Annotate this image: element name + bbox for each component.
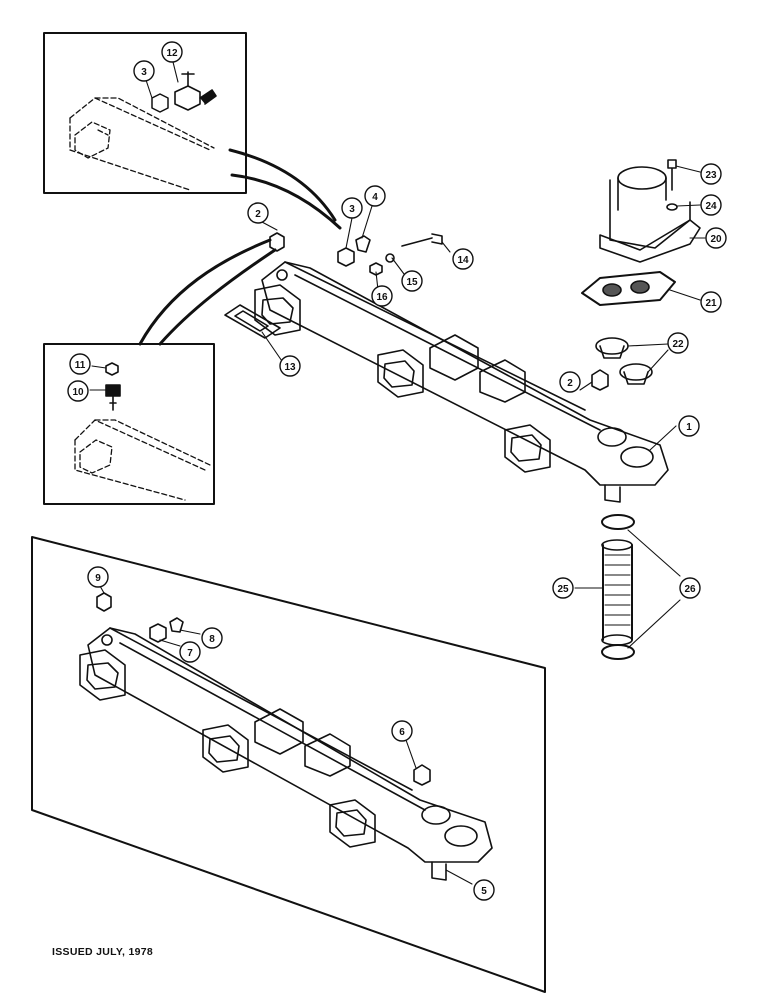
callouts: 1 2 2 3 3 4 5 6 7 8 9 10 11 12 13 14 15 … [67, 41, 727, 901]
svg-text:22: 22 [672, 339, 684, 350]
callout-22: 22 [667, 332, 689, 354]
svg-text:23: 23 [705, 170, 717, 181]
svg-text:5: 5 [481, 886, 487, 897]
svg-text:15: 15 [406, 277, 418, 288]
svg-text:6: 6 [399, 727, 405, 738]
svg-text:7: 7 [187, 648, 193, 659]
callout-7: 7 [179, 641, 201, 663]
callout-23: 23 [700, 163, 722, 185]
inset-top-detail [43, 32, 247, 194]
main-manifold [254, 261, 669, 503]
callout-13: 13 [279, 355, 301, 377]
lower-panel-alternate-manifold [31, 536, 546, 993]
callout-24: 24 [700, 194, 722, 216]
callout-4: 4 [364, 185, 386, 207]
callout-1: 1 [678, 415, 700, 437]
svg-text:2: 2 [567, 378, 573, 389]
callout-26: 26 [679, 577, 701, 599]
callout-10: 10 [67, 380, 89, 402]
svg-text:14: 14 [457, 255, 469, 266]
svg-text:2: 2 [255, 209, 261, 220]
svg-text:9: 9 [95, 573, 101, 584]
callout-20: 20 [705, 227, 727, 249]
callout-6: 6 [391, 720, 413, 742]
svg-text:21: 21 [705, 298, 717, 309]
callout-8: 8 [201, 627, 223, 649]
callout-3-main: 3 [341, 197, 363, 219]
thermostat-housing-assembly [581, 159, 701, 385]
callout-9: 9 [87, 566, 109, 588]
svg-text:3: 3 [349, 204, 355, 215]
svg-text:13: 13 [284, 362, 296, 373]
svg-text:10: 10 [72, 387, 84, 398]
svg-text:20: 20 [710, 234, 722, 245]
callout-2-top: 2 [247, 202, 269, 224]
callout-2-right: 2 [559, 371, 581, 393]
svg-text:25: 25 [557, 584, 569, 595]
callout-12: 12 [161, 41, 183, 63]
svg-text:8: 8 [209, 634, 215, 645]
callout-5: 5 [473, 879, 495, 901]
callout-16: 16 [371, 285, 393, 307]
svg-text:24: 24 [705, 201, 717, 212]
hose-and-clamps [601, 514, 635, 660]
issued-date-footer: ISSUED JULY, 1978 [52, 946, 154, 958]
callout-14: 14 [452, 248, 474, 270]
svg-text:11: 11 [75, 360, 86, 371]
leader-lines [89, 61, 706, 885]
callout-11: 11 [69, 353, 91, 375]
svg-text:16: 16 [376, 292, 388, 303]
callout-25: 25 [552, 577, 574, 599]
callout-3-inset: 3 [133, 60, 155, 82]
svg-text:26: 26 [684, 584, 696, 595]
svg-text:4: 4 [372, 192, 378, 203]
callout-21: 21 [700, 291, 722, 313]
svg-text:1: 1 [686, 422, 692, 433]
inset-middle-detail [43, 343, 215, 505]
svg-text:3: 3 [141, 67, 147, 78]
callout-15: 15 [401, 270, 423, 292]
svg-text:12: 12 [166, 48, 178, 59]
